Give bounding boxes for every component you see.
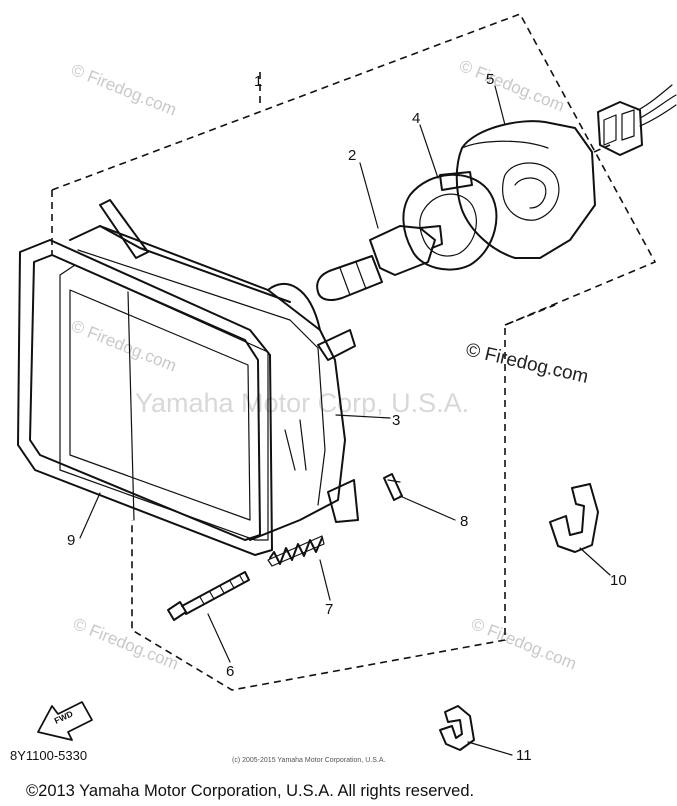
callout-8: 8 (460, 513, 468, 530)
callout-labels: 1 2 3 4 5 6 7 8 9 10 11 (67, 71, 627, 764)
small-copyright: (c) 2005-2015 Yamaha Motor Corporation, … (232, 757, 385, 764)
watermark-text: © Firedog.com (457, 56, 568, 115)
callout-3: 3 (392, 412, 400, 429)
callout-10: 10 (610, 572, 627, 589)
callout-9: 9 (67, 532, 75, 549)
callout-7: 7 (325, 601, 333, 618)
fwd-arrow-icon: FWD (37, 701, 93, 741)
watermark-text: © Firedog.com (69, 316, 180, 375)
spring-clip (383, 473, 403, 501)
adjusting-screw (167, 571, 250, 621)
cable-clamp (549, 483, 599, 553)
headlight-rim (17, 239, 273, 556)
wiring-connector (597, 84, 677, 156)
rubber-boot (455, 120, 596, 259)
bulb-socket-cover (402, 171, 498, 271)
watermark-large-text: Yamaha Motor Corp, U.S.A. (135, 388, 469, 418)
watermark-text: © Firedog.com (69, 60, 180, 119)
firedog-watermark: © Firedog.com (464, 339, 590, 388)
callout-5: 5 (486, 71, 494, 88)
adjusting-spring (267, 535, 325, 567)
callout-1: 1 (254, 73, 262, 90)
watermark-text: © Firedog.com (469, 614, 580, 673)
assembly-outline (51, 13, 657, 691)
callout-4: 4 (412, 110, 420, 127)
callout-6: 6 (226, 663, 234, 680)
headlight-housing (69, 199, 391, 541)
small-clamp (439, 705, 475, 751)
copyright-notice: ©2013 Yamaha Motor Corporation, U.S.A. A… (26, 782, 474, 800)
callout-11: 11 (516, 747, 532, 764)
part-code: 8Y1100-5330 (10, 748, 87, 763)
watermark-text: © Firedog.com (71, 614, 182, 673)
callout-2: 2 (348, 147, 356, 164)
leader-lines (79, 85, 611, 756)
